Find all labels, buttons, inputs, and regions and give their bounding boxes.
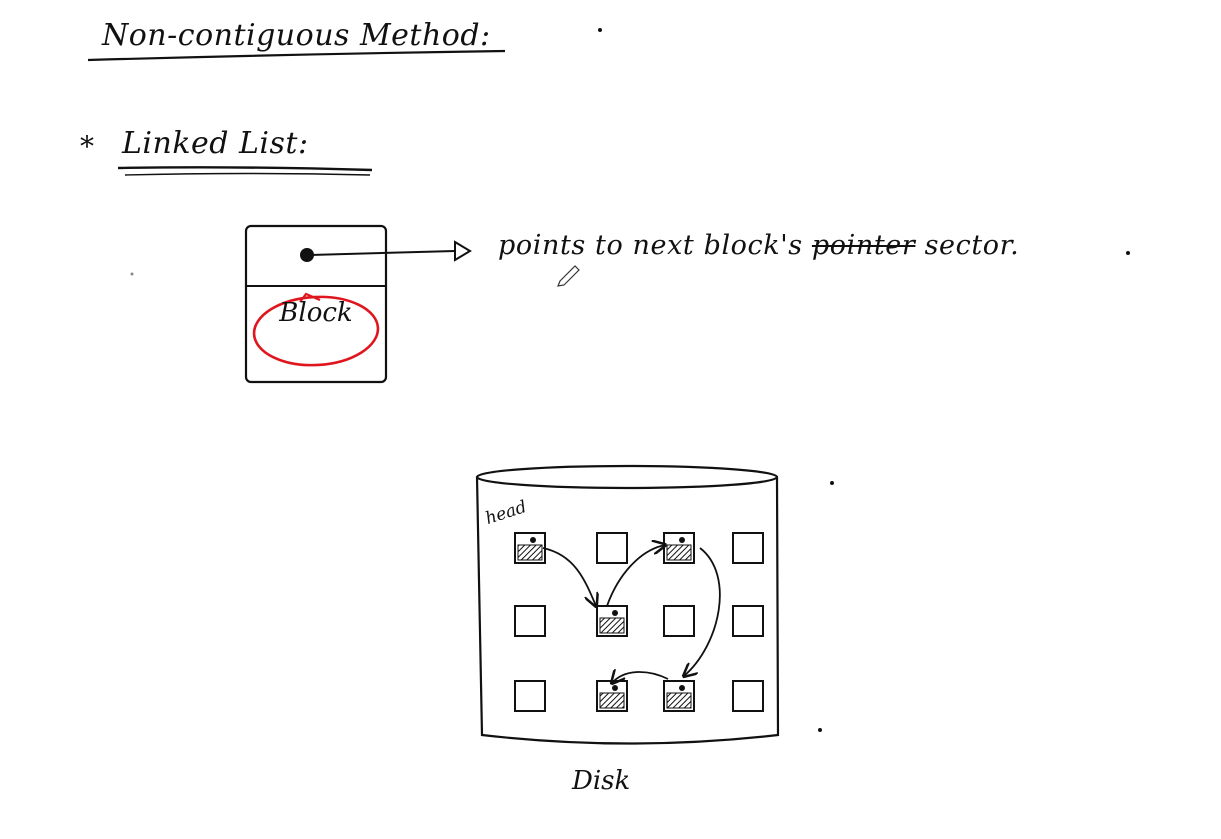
disk-label: Disk [572, 766, 631, 796]
stray-dot [830, 481, 834, 485]
chain-arrow-3 [684, 547, 721, 676]
disk-block-pointer-dot [612, 610, 618, 616]
pointer-dot [300, 248, 314, 262]
disk-block-data-fill [666, 692, 692, 709]
disk-block-data-fill [599, 617, 625, 634]
title-underline [87, 49, 506, 62]
chain-arrow-4 [612, 672, 669, 683]
section-title: Linked List: [122, 126, 309, 161]
block-label: Block [279, 298, 353, 328]
block-label-wrap: Block [246, 300, 386, 344]
disk-block-data-fill [599, 692, 625, 709]
pencil-cursor-icon [557, 265, 580, 287]
disk-block-pointer-dot [612, 685, 618, 691]
disk-block-pointer-dot [679, 685, 685, 691]
disk-chain-arrows [542, 545, 721, 683]
stray-dot [130, 272, 134, 276]
disk-block-free [514, 680, 546, 712]
pointer-description-part2: sector. [915, 230, 1020, 261]
stray-dot [818, 728, 822, 732]
pointer-arrow-head [454, 240, 472, 262]
stray-dot [598, 28, 602, 32]
chain-arrow-1 [542, 547, 596, 606]
disk-block-pointer-dot [530, 537, 536, 543]
disk-block-free [732, 680, 764, 712]
disk-block-free [732, 605, 764, 637]
pointer-arrow-line [309, 250, 456, 256]
disk-block-data-fill [666, 544, 692, 561]
pointer-description-part1: points to next block's [498, 230, 812, 261]
disk-block-free [663, 605, 695, 637]
section-title-underline [117, 166, 373, 172]
linked-list-node [244, 224, 472, 384]
disk-block-free [514, 605, 546, 637]
stray-dot [1126, 251, 1130, 255]
block-highlight-tick [299, 292, 321, 303]
disk-block-grid [514, 532, 764, 712]
disk-cylinder [475, 464, 780, 745]
pointer-description: points to next block's pointer sector. [498, 230, 1019, 261]
disk-block-free [596, 532, 628, 564]
disk-block-data-fill [517, 544, 543, 561]
pointer-description-struck: pointer [811, 230, 916, 261]
section-title-underline-2 [124, 172, 371, 176]
bullet-star: * [80, 130, 94, 163]
disk-block-free [732, 532, 764, 564]
page-title: Non-contiguous Method: [102, 18, 491, 53]
chain-arrow-2 [606, 545, 665, 607]
disk-block-pointer-dot [679, 537, 685, 543]
